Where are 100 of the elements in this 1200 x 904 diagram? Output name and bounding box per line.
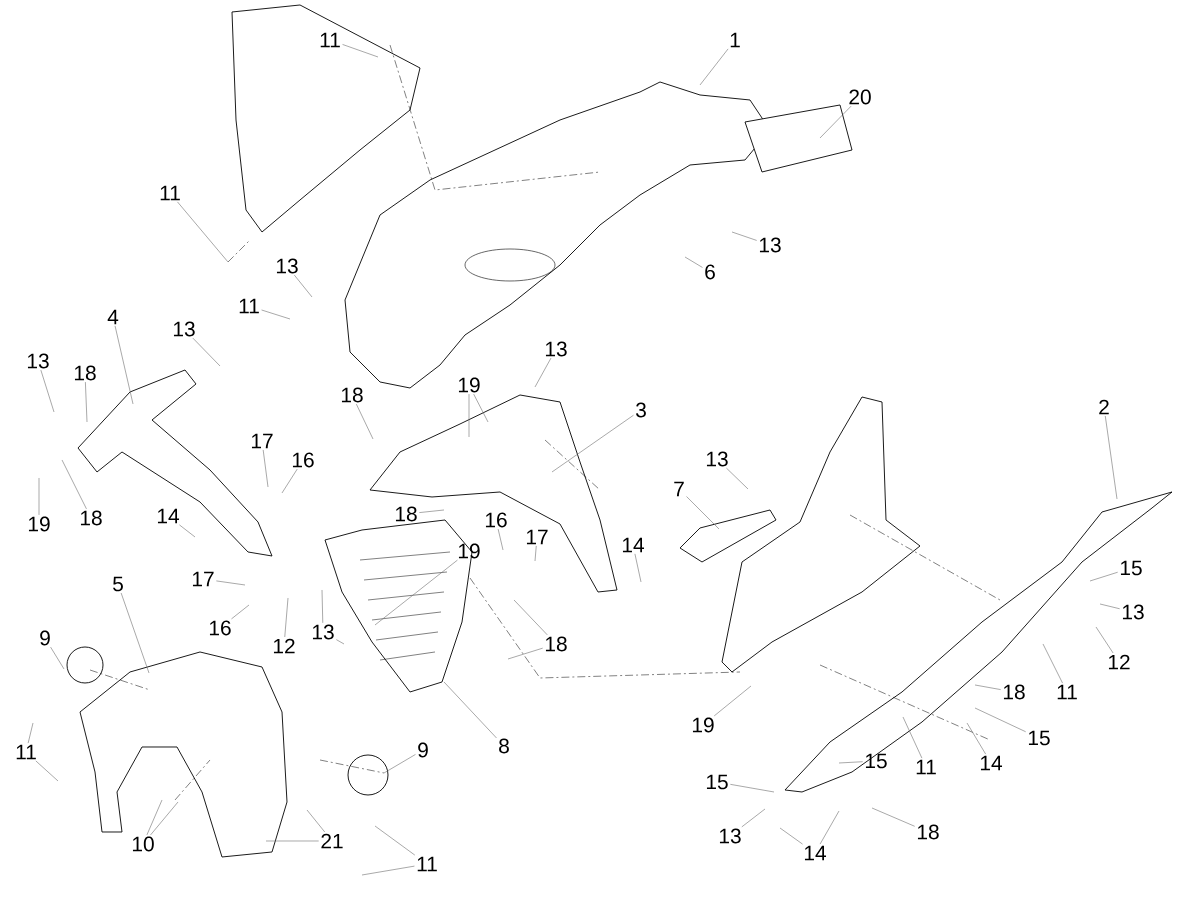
callout-number: 18	[917, 824, 939, 840]
leader-line	[534, 545, 537, 562]
callout-number: 13	[27, 353, 49, 369]
leader-line	[1095, 626, 1114, 654]
leader-line	[321, 589, 324, 624]
callout-number: 17	[192, 571, 214, 587]
callout-number: 13	[706, 451, 728, 467]
leader-line	[634, 553, 642, 583]
leader-line	[61, 459, 87, 510]
leader-line	[507, 647, 543, 660]
leader-line	[192, 337, 221, 367]
leader-line	[1105, 415, 1118, 500]
leader-line	[294, 274, 313, 298]
leader-line	[534, 357, 552, 388]
callout-number: 16	[209, 620, 231, 636]
leader-line	[336, 639, 345, 645]
leader-line	[179, 524, 196, 538]
callout-number: 4	[107, 309, 119, 325]
leader-line	[741, 808, 766, 828]
callout-number: 15	[865, 753, 887, 769]
leader-line	[731, 231, 757, 241]
callout-number: 18	[74, 365, 96, 381]
leader-line	[730, 784, 775, 793]
leader-line	[443, 681, 497, 739]
leader-line	[551, 414, 634, 473]
callout-number: 10	[132, 836, 154, 852]
callout-number: 14	[804, 845, 826, 861]
callout-number: 17	[526, 529, 548, 545]
leader-line	[177, 201, 229, 263]
leader-line	[27, 722, 34, 744]
leader-line	[713, 685, 752, 717]
callout-number: 13	[173, 321, 195, 337]
leader-line	[974, 707, 1026, 733]
leader-line	[374, 825, 416, 856]
leader-line	[1089, 571, 1118, 582]
callout-number: 16	[292, 452, 314, 468]
callout-number: 18	[545, 636, 567, 652]
callout-number: 13	[1122, 604, 1144, 620]
leader-line	[261, 309, 291, 320]
leader-line	[473, 393, 489, 423]
leader-line	[686, 496, 720, 530]
callout-number: 3	[636, 402, 646, 418]
callout-number: 13	[312, 624, 334, 640]
callout-number: 5	[113, 576, 123, 592]
callout-number: 19	[28, 516, 50, 532]
callout-number: 14	[622, 537, 644, 553]
leader-line	[819, 810, 840, 845]
leader-line	[383, 754, 416, 774]
callout-number: 16	[485, 512, 507, 528]
leader-line	[342, 44, 379, 58]
callout-number: 1	[730, 32, 740, 48]
leader-line	[726, 467, 749, 490]
callout-number: 13	[545, 341, 567, 357]
leader-line	[231, 604, 250, 620]
leader-line	[146, 799, 163, 836]
leader-line	[779, 827, 803, 845]
leader-line	[40, 369, 55, 413]
leader-line	[871, 807, 915, 827]
callout-number: 13	[276, 258, 298, 274]
callout-number: 18	[395, 506, 417, 522]
leader-line	[120, 592, 150, 674]
leader-line	[114, 325, 134, 405]
callout-number: 8	[499, 738, 509, 754]
leader-line	[361, 865, 415, 876]
leader-line	[85, 381, 88, 423]
callout-number: 19	[458, 543, 480, 559]
callout-number: 12	[273, 638, 295, 654]
leader-line	[1099, 603, 1120, 610]
callout-number: 14	[157, 508, 179, 524]
callout-number: 11	[916, 759, 936, 775]
leader-line	[497, 528, 504, 551]
leader-line	[419, 509, 445, 513]
leader-line	[150, 801, 179, 836]
leader-line	[699, 48, 729, 86]
leader-line	[284, 597, 289, 638]
leader-line	[356, 403, 374, 440]
callout-number: 11	[417, 856, 437, 872]
callout-number: 7	[674, 481, 684, 497]
callout-number: 15	[1028, 730, 1050, 746]
leader-line	[838, 761, 863, 764]
callout-number: 11	[239, 298, 259, 314]
leader-line	[1042, 643, 1063, 684]
leader-line	[306, 809, 326, 833]
callout-number: 9	[40, 630, 50, 646]
leader-line	[513, 599, 548, 636]
callout-number: 15	[706, 774, 728, 790]
leader-line	[966, 722, 986, 755]
callout-number: 12	[1108, 654, 1130, 670]
callout-number: 11	[160, 185, 180, 201]
callout-number: 18	[80, 510, 102, 526]
callout-number: 21	[321, 833, 343, 849]
leader-line	[50, 646, 65, 670]
callout-number: 18	[341, 387, 363, 403]
leader-line	[265, 840, 319, 842]
callout-number: 20	[849, 89, 871, 105]
callout-number: 13	[759, 237, 781, 253]
callout-number: 14	[980, 755, 1002, 771]
callout-number: 13	[719, 828, 741, 844]
leader-line	[216, 580, 246, 586]
leader-line	[468, 393, 470, 438]
